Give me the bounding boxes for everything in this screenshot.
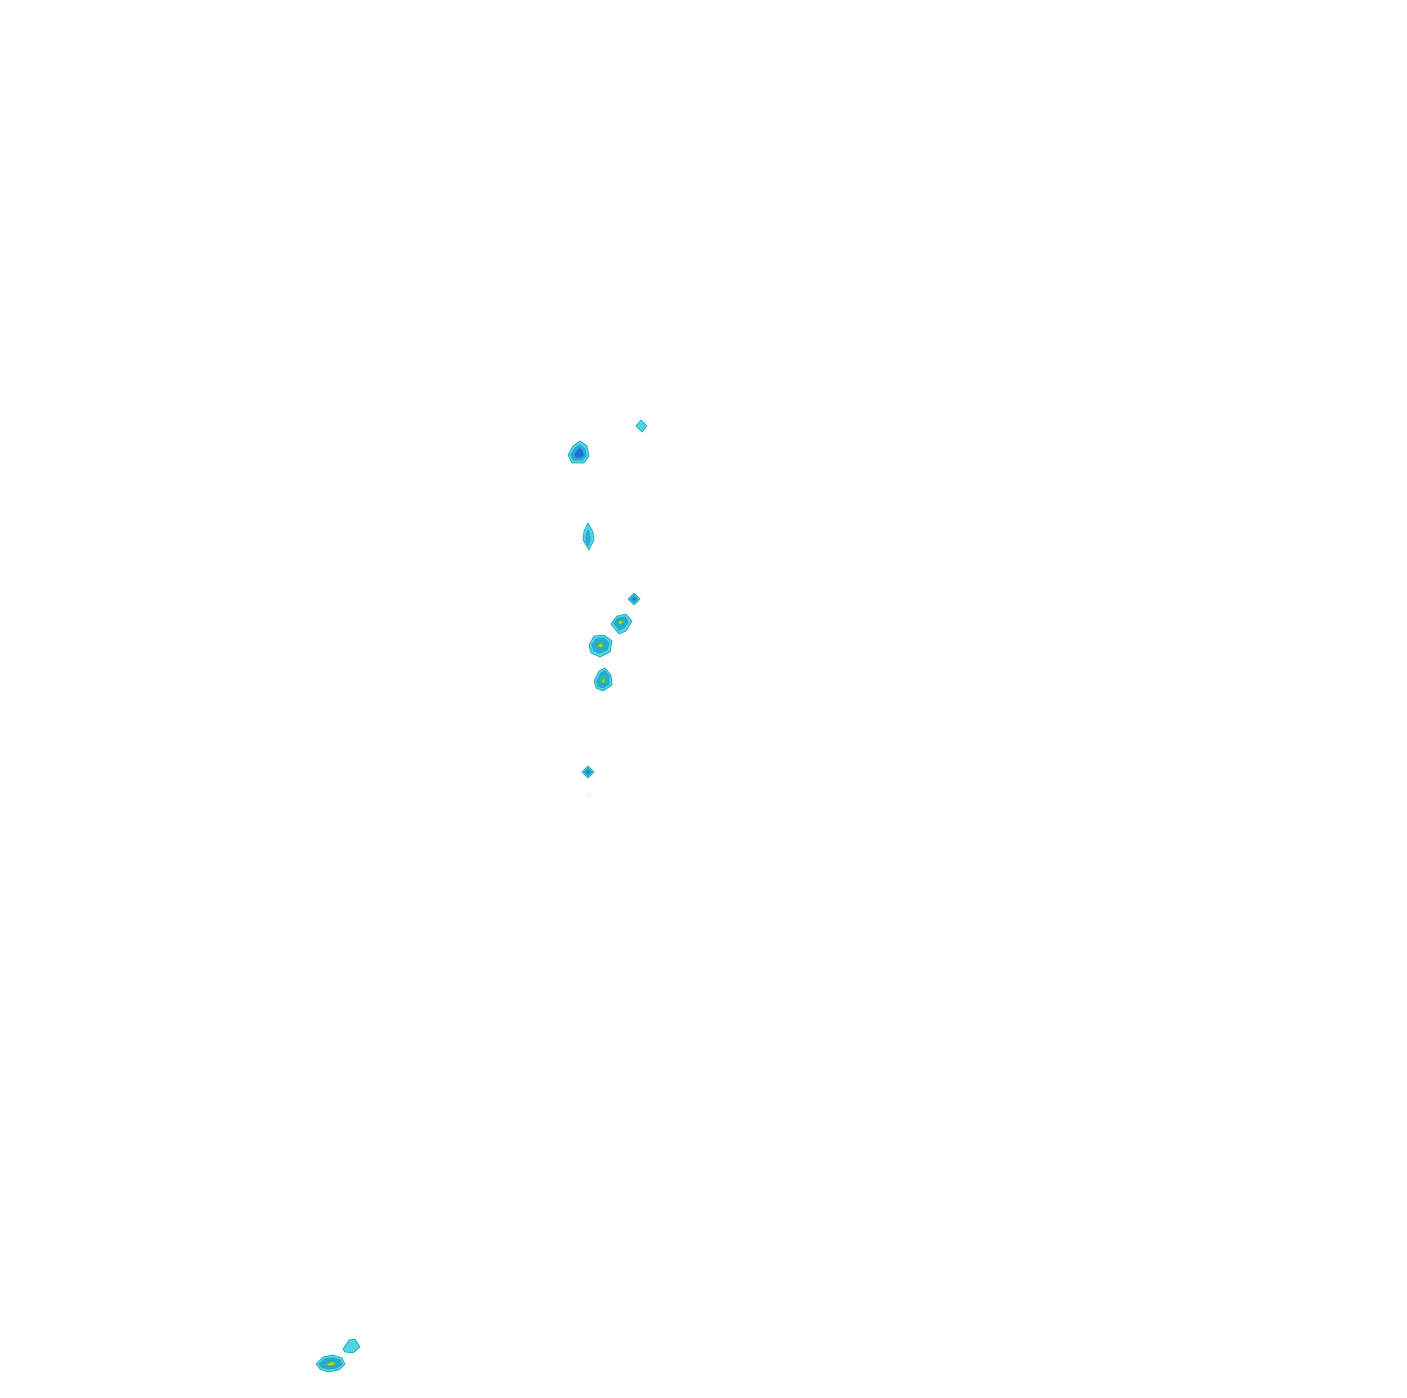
contour-feature-mid-3 — [593, 667, 613, 692]
contour-feature-mid-2 — [588, 634, 613, 658]
contour-ring — [635, 419, 648, 433]
contour-ring — [600, 677, 606, 685]
contour-ring — [631, 596, 637, 602]
contour-feature-mid-1 — [610, 613, 633, 635]
contour-ring — [585, 769, 591, 775]
contour-ring — [617, 619, 624, 626]
contour-feature-elongated — [582, 522, 595, 551]
contour-ring — [325, 1361, 337, 1367]
contour-feature-top-left — [567, 440, 590, 464]
contour-ring — [585, 529, 591, 547]
contour-feature-bottom-large — [315, 1354, 346, 1373]
contour-feature-small-top-right — [635, 419, 648, 433]
contour-ring — [596, 642, 604, 649]
contour-feature-dot-2 — [581, 765, 595, 779]
contour-feature-bottom-small — [342, 1338, 361, 1354]
contour-feature-dot-1 — [627, 592, 641, 606]
contour-speck — [588, 794, 590, 796]
contour-ring — [342, 1338, 361, 1354]
contour-ring — [573, 447, 585, 459]
